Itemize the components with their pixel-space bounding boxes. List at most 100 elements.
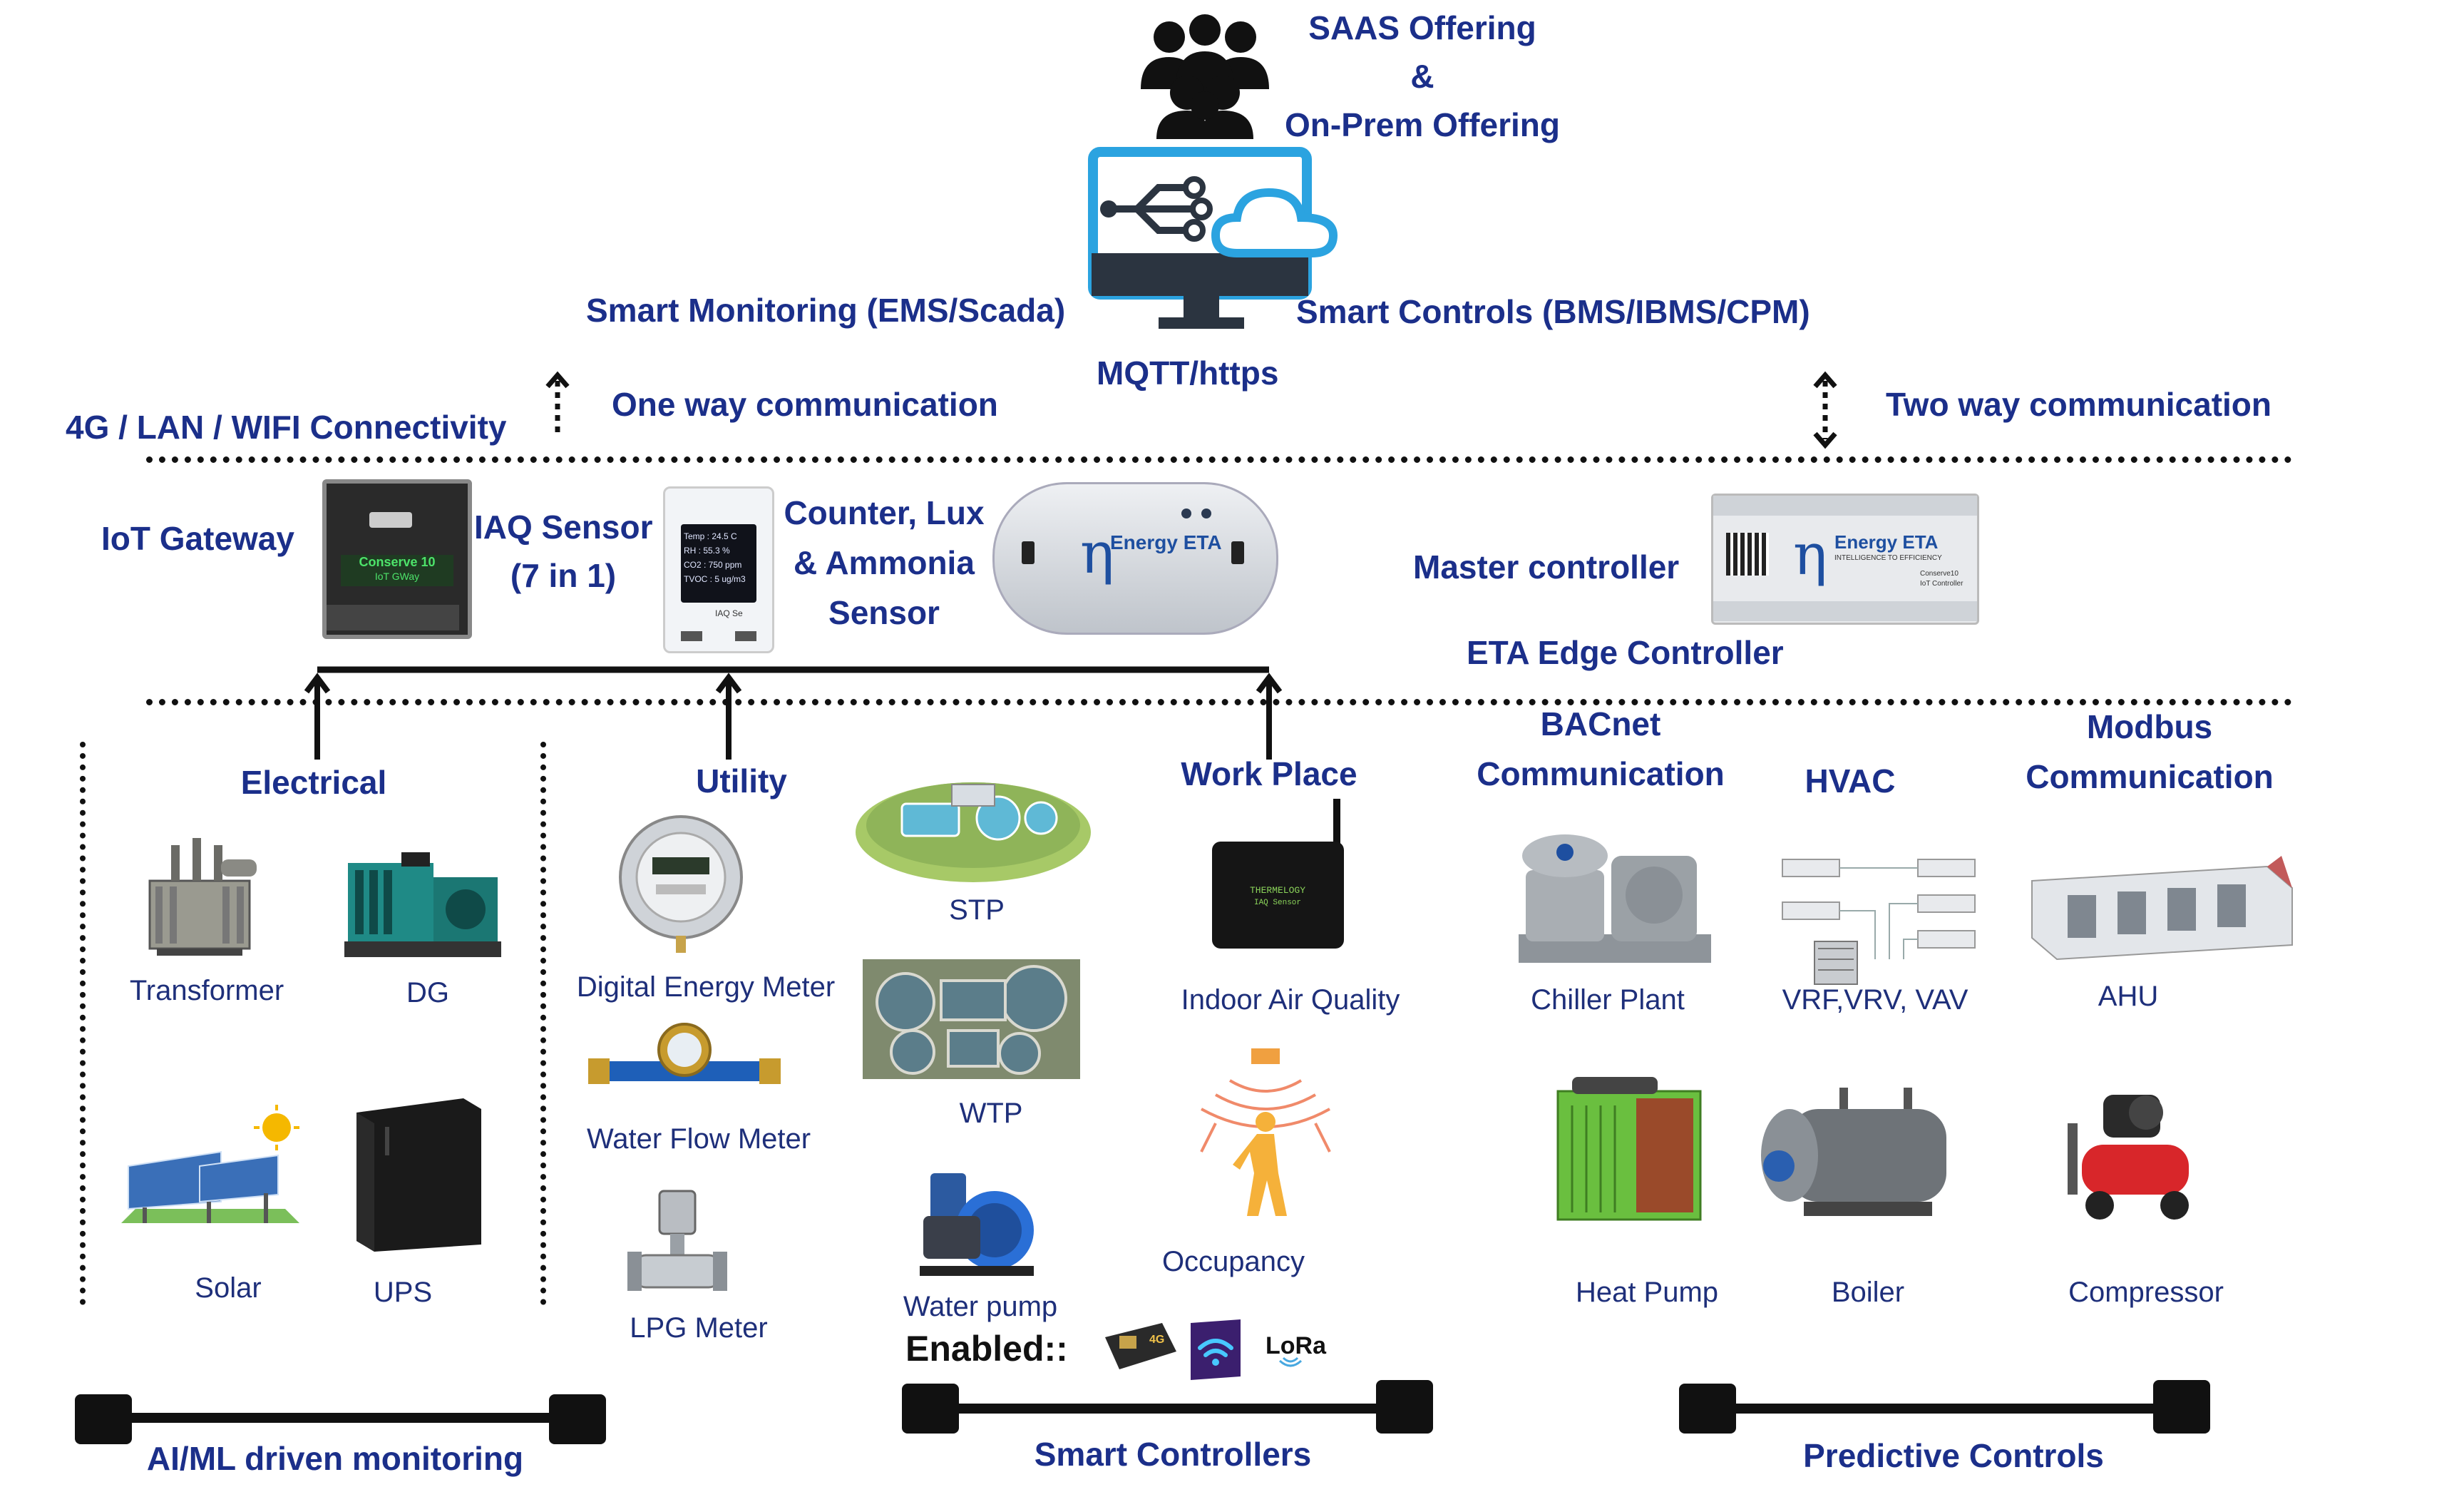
ups-caption: UPS [373, 1277, 433, 1308]
dg-caption: DG [406, 977, 449, 1008]
digital-energy-meter-icon [619, 815, 743, 953]
heat-pump-icon [1556, 1077, 1702, 1221]
controller-tag-text: INTELLIGENCE TO EFFICIENCY [1834, 554, 1942, 562]
indoor-air-quality-caption: Indoor Air Quality [1181, 984, 1400, 1016]
lora-icon: LoRa [1266, 1332, 1327, 1367]
compressor-icon [2068, 1095, 2189, 1220]
counter-lux-label: Counter, Lux [784, 494, 985, 531]
smart-monitoring-label: Smart Monitoring (EMS/Scada) [586, 292, 1066, 329]
iot-gateway-device: Conserve 10 IoT GWay [322, 479, 472, 639]
one-way-label: One way communication [612, 386, 998, 423]
eta-edge-controller-label: ETA Edge Controller [1467, 634, 1784, 671]
bacnet-communication-header: Communication [1477, 755, 1725, 792]
ahu-caption: AHU [2098, 981, 2159, 1012]
occupancy-caption: Occupancy [1161, 1246, 1305, 1277]
iaq-screen-line-4: TVOC : 5 ug/m3 [684, 574, 746, 584]
iaq-screen-line-2: RH : 55.3 % [684, 546, 730, 556]
controller-brand-text: Energy ETA [1834, 531, 1939, 553]
mqtt-label: MQTT/https [1097, 354, 1279, 392]
vrf-caption: VRF,VRV, VAV [1782, 984, 1968, 1016]
water-pump-caption: Water pump [903, 1291, 1058, 1322]
top-dotted-divider [146, 456, 2292, 463]
controller-model-1: Conserve10 [1920, 570, 1959, 578]
lpg-meter-caption: LPG Meter [630, 1312, 768, 1344]
iaq-screen-line-3: CO2 : 750 ppm [684, 560, 742, 570]
saas-offering-label: SAAS Offering [1308, 9, 1536, 46]
gateway-text-1: Conserve 10 [359, 555, 436, 569]
solar-panel-icon [121, 1105, 299, 1223]
vrf-system-icon [1782, 859, 1976, 985]
iaq-sensor-device: Temp : 24.5 C RH : 55.3 % CO2 : 750 ppm … [663, 486, 774, 653]
solar-caption: Solar [195, 1272, 262, 1304]
electrical-left-divider [80, 742, 86, 1305]
saas-amp-label: & [1410, 58, 1434, 95]
sim-4g-icon: 4G [1105, 1323, 1176, 1369]
smart-controls-label: Smart Controls (BMS/IBMS/CPM) [1296, 293, 1810, 330]
two-way-label: Two way communication [1886, 386, 2272, 423]
water-pump-icon [920, 1173, 1034, 1276]
hvac-header: HVAC [1805, 762, 1896, 799]
smart-controllers-bar [902, 1380, 1433, 1434]
modbus-communication-header: Communication [2026, 758, 2274, 795]
enabled-label: Enabled:: [905, 1329, 1068, 1369]
occupancy-sensor-icon [1200, 1048, 1331, 1216]
chiller-plant-caption: Chiller Plant [1531, 984, 1685, 1016]
sensor-logo-glyph: η [1080, 520, 1114, 586]
iaq-sensor-sub-label: (7 in 1) [510, 557, 617, 594]
iaq-sensor-label: IAQ Sensor [474, 509, 653, 546]
device-connector-bus [304, 666, 1283, 760]
master-controller-label: Master controller [1413, 548, 1680, 586]
controller-logo-glyph: η [1793, 521, 1827, 588]
water-flow-meter-icon [588, 1023, 781, 1084]
electrical-right-divider [540, 742, 546, 1305]
iaq-device-name: THERMELOGY [1250, 885, 1305, 896]
iot-gateway-label: IoT Gateway [101, 520, 294, 557]
wifi-icon [1191, 1319, 1241, 1380]
on-prem-offering-label: On-Prem Offering [1285, 106, 1560, 143]
boiler-icon [1761, 1088, 1946, 1216]
work-place-header: Work Place [1181, 755, 1357, 792]
transformer-icon [148, 838, 257, 956]
ahu-unit-icon [2031, 856, 2293, 961]
indoor-air-quality-icon: THERMELOGY IAQ Sensor [1212, 799, 1344, 949]
predictive-controls-label: Predictive Controls [1803, 1437, 2104, 1474]
smart-controllers-label: Smart Controllers [1034, 1436, 1312, 1473]
middle-dotted-divider [146, 699, 2292, 705]
bacnet-header: BACnet [1540, 705, 1661, 742]
sensor-brand-text: Energy ETA [1110, 531, 1222, 553]
master-controller-device: η Energy ETA INTELLIGENCE TO EFFICIENCY … [1711, 494, 1979, 625]
digital-energy-meter-caption: Digital Energy Meter [576, 971, 836, 1003]
chiller-plant-icon [1519, 834, 1711, 963]
iaq-screen-line-1: Temp : 24.5 C [684, 531, 737, 541]
gateway-text-2: IoT GWay [374, 571, 420, 582]
one-way-arrow-icon [545, 371, 570, 434]
wtp-caption: WTP [959, 1098, 1023, 1129]
lpg-meter-icon [627, 1190, 727, 1291]
boiler-caption: Boiler [1831, 1277, 1905, 1308]
modbus-header: Modbus [2086, 708, 2213, 745]
counter-sensor-device: η Energy ETA [992, 482, 1278, 635]
counter-ammonia-label: & Ammonia [794, 544, 975, 581]
ups-icon [356, 1098, 481, 1252]
two-way-arrow-icon [1813, 371, 1837, 449]
stp-caption: STP [949, 894, 1005, 926]
counter-sensor-label: Sensor [828, 594, 940, 631]
heat-pump-caption: Heat Pump [1575, 1277, 1719, 1308]
users-group-icon [1141, 14, 1269, 139]
wtp-plant-icon [863, 959, 1080, 1079]
ai-ml-label: AI/ML driven monitoring [146, 1440, 524, 1477]
utility-header: Utility [696, 762, 787, 799]
iaq-foot-text: IAQ Se [715, 608, 743, 618]
compressor-caption: Compressor [2068, 1277, 2224, 1308]
electrical-header: Electrical [240, 764, 387, 801]
predictive-controls-bar [1679, 1380, 2210, 1434]
water-flow-meter-caption: Water Flow Meter [586, 1123, 811, 1155]
connectivity-label: 4G / LAN / WIFI Connectivity [66, 409, 507, 446]
transformer-caption: Transformer [129, 975, 284, 1006]
sim-4g-badge: 4G [1149, 1334, 1164, 1346]
lora-text: LoRa [1266, 1332, 1327, 1359]
dg-generator-icon [344, 852, 501, 957]
ai-ml-bar [75, 1394, 606, 1444]
stp-plant-icon [856, 782, 1091, 882]
iaq-device-sub: IAQ Sensor [1254, 899, 1301, 907]
